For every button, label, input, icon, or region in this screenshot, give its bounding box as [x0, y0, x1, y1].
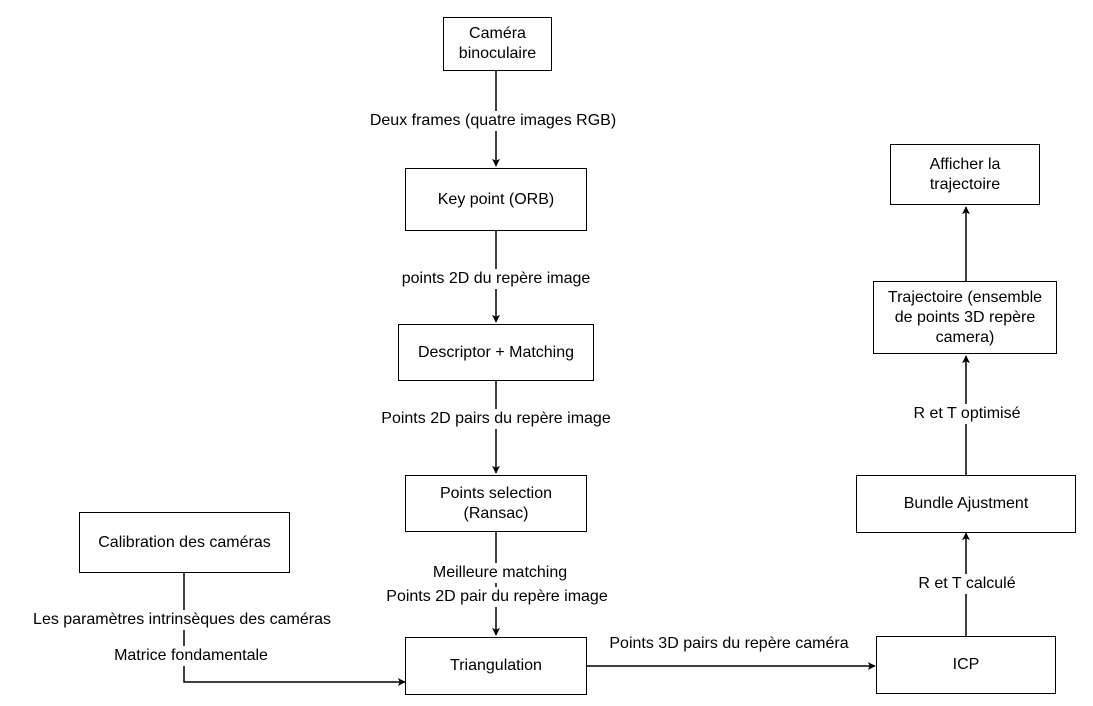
edge-label-selection-triangulation-2: Points 2D pair du repère image	[385, 587, 609, 607]
node-keypoint: Key point (ORB)	[405, 168, 587, 231]
edge-label-calibration-triangulation-1: Les paramètres intrinsèques des caméras	[32, 610, 332, 630]
edge-label-bundle-trajectoire: R et T optimisé	[912, 404, 1022, 424]
node-descriptor: Descriptor + Matching	[398, 324, 594, 381]
node-trajectoire: Trajectoire (ensemble de points 3D repèr…	[873, 281, 1057, 354]
node-icp: ICP	[876, 636, 1056, 694]
node-triangulation: Triangulation	[405, 637, 587, 695]
edge-label-descriptor-selection: Points 2D pairs du repère image	[380, 409, 612, 429]
edge-label-keypoint-descriptor: points 2D du repère image	[400, 269, 592, 289]
edge-calibration-triangulation	[183, 573, 406, 686]
edge-label-calibration-triangulation-2: Matrice fondamentale	[113, 646, 269, 666]
edge-label-camera-keypoint: Deux frames (quatre images RGB)	[368, 111, 618, 131]
node-bundle: Bundle Ajustment	[856, 475, 1076, 533]
node-afficher: Afficher la trajectoire	[890, 144, 1040, 205]
edge-label-triangulation-icp: Points 3D pairs du repère caméra	[608, 634, 850, 654]
node-selection: Points selection (Ransac)	[405, 475, 587, 532]
edge-label-icp-bundle: R et T calculé	[917, 574, 1017, 594]
node-calibration: Calibration des caméras	[79, 512, 290, 573]
edge-label-selection-triangulation-1: Meilleure matching	[431, 563, 569, 583]
node-camera: Caméra binoculaire	[443, 17, 552, 71]
